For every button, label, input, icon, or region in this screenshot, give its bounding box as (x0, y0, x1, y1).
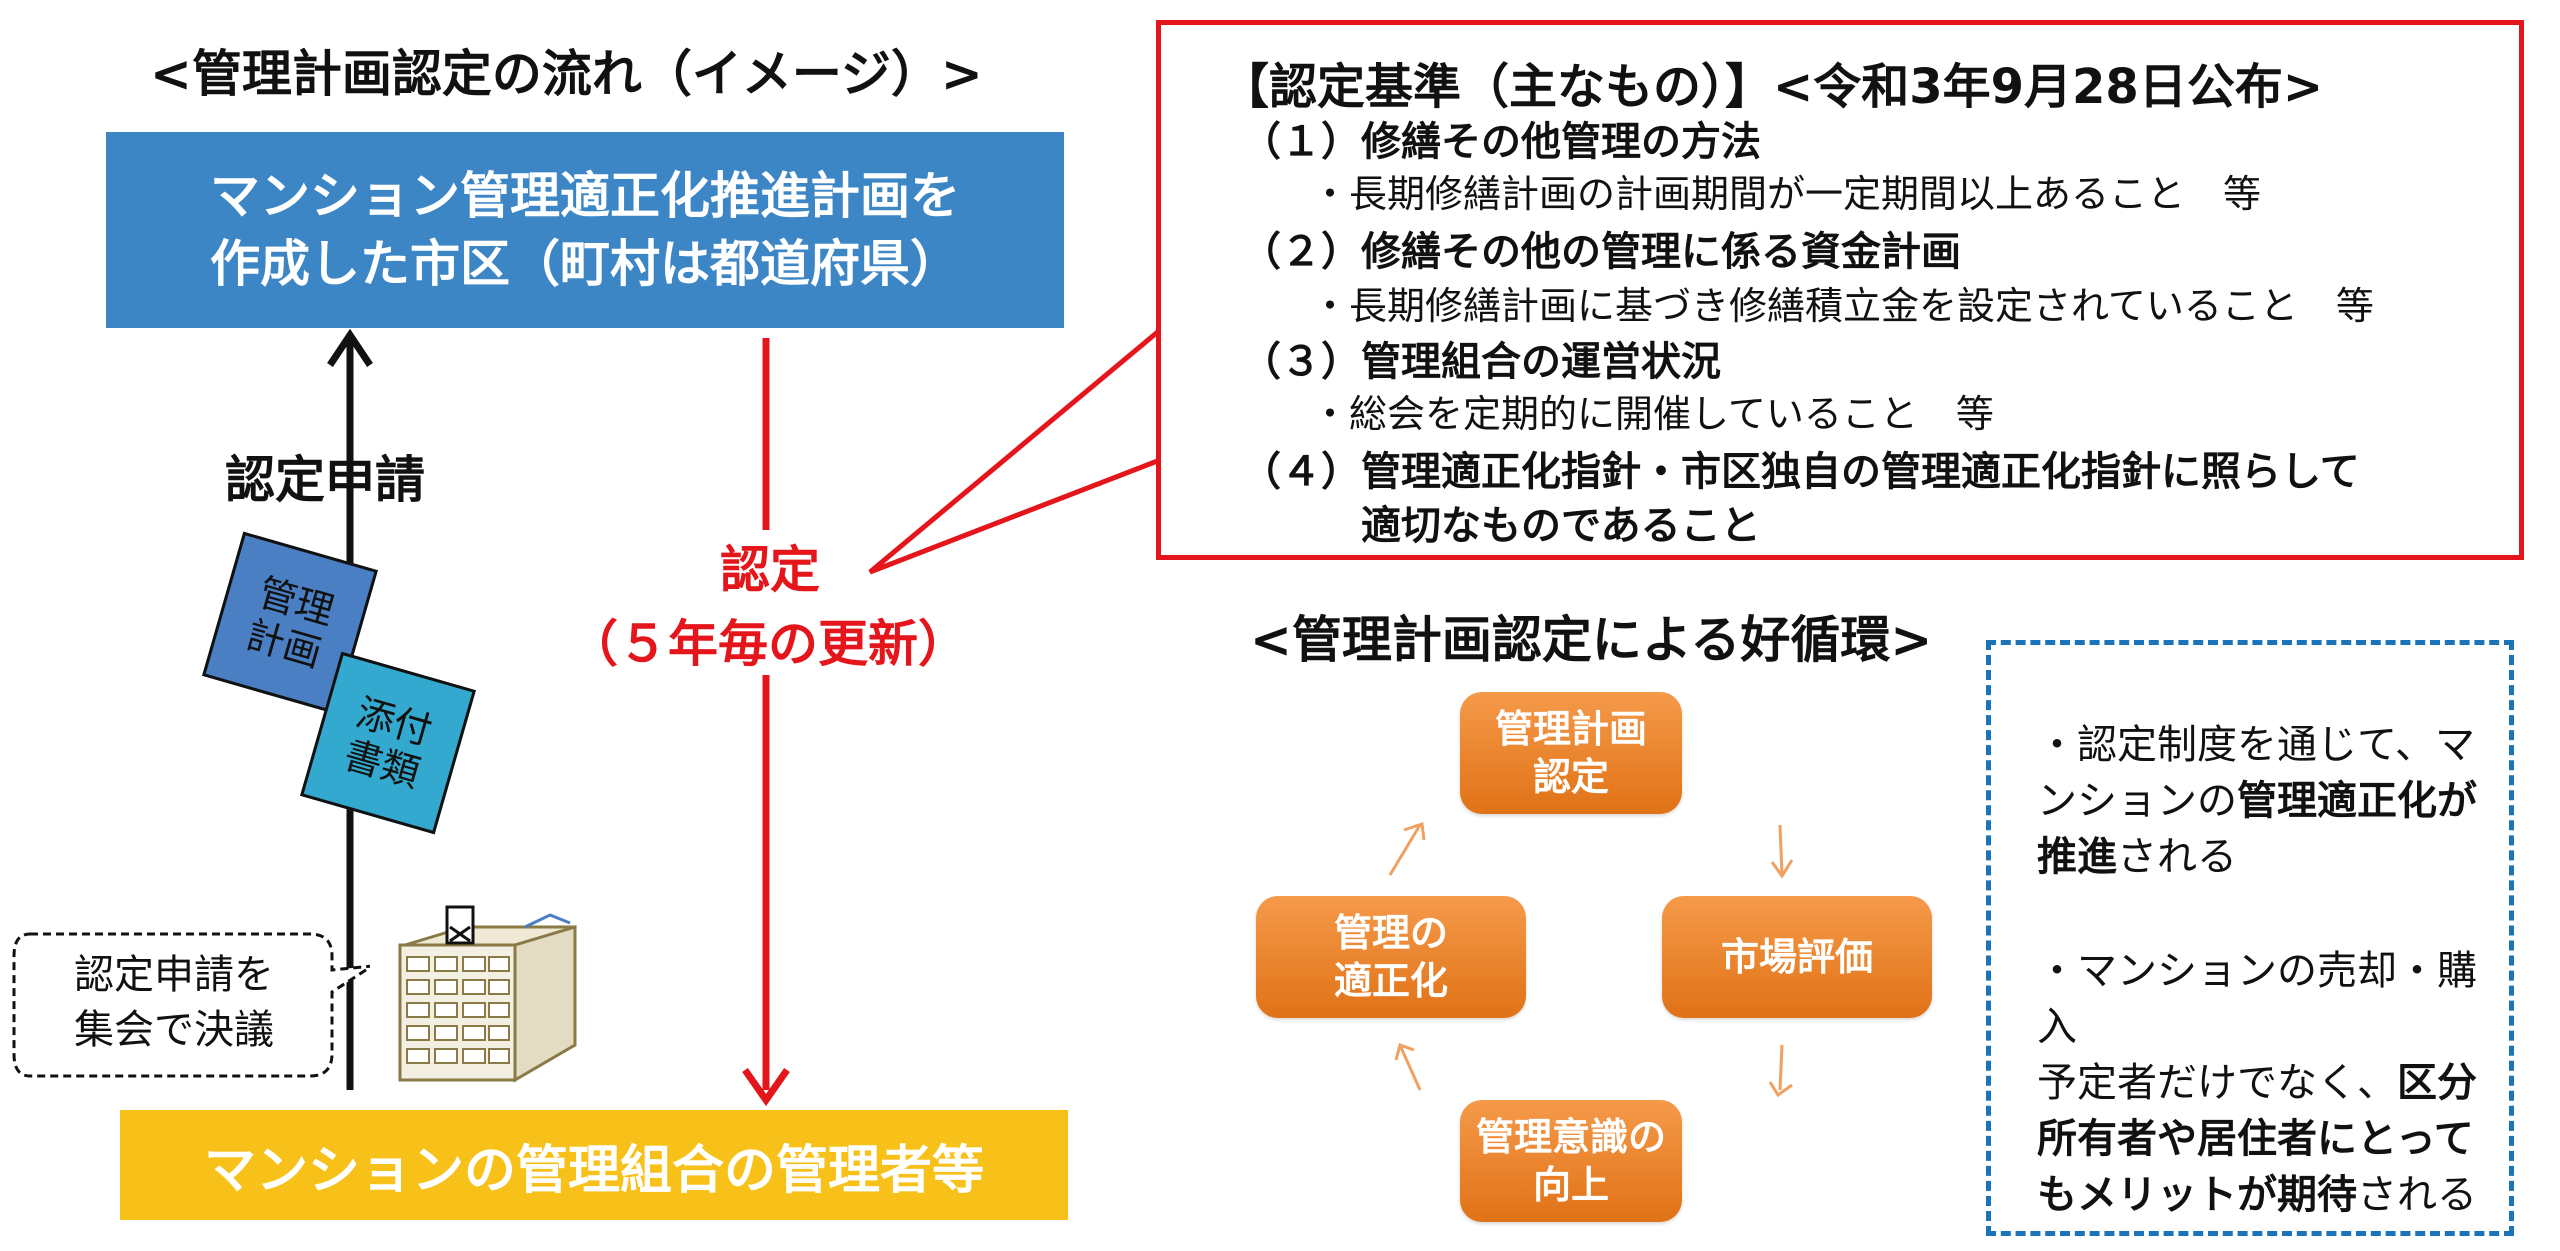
benefit-2-line1: ・マンションの売却・購入 (2037, 948, 2477, 1050)
criteria-item-2-detail: ・長期修繕計画に基づき修繕積立金を設定されていること 等 (1311, 284, 2374, 328)
meeting-bubble-shape (12, 932, 370, 1078)
benefit-1: ・認定制度を通じて、マ ンションの管理適正化が 推進される (2037, 717, 2507, 885)
criteria-item-4-detail: 適切なものであること (1361, 503, 1761, 549)
benefit-1-text-c: される (2117, 834, 2237, 880)
cycle-node-optimization: 管理の 適正化 (1256, 896, 1526, 1018)
benefit-2-line4: もメリットが期待される (2037, 1167, 2507, 1223)
cycle-top-line2: 認定 (1532, 755, 1609, 799)
benefit-2-text-b: 予定者だけでなく、 (2037, 1060, 2397, 1106)
arrow-bottom-right-head (1768, 1081, 1793, 1098)
arrow-bottom-right-shaft (1778, 1044, 1784, 1091)
arrow-top-right-head (1770, 859, 1794, 879)
meeting-line1: 認定申請を (74, 952, 274, 998)
meeting-line2: 集会で決議 (74, 1007, 274, 1053)
criteria-item-1-detail: ・長期修繕計画の計画期間が一定期間以上あること 等 (1311, 172, 2262, 216)
criteria-item-1-heading: （１）修繕その他管理の方法 (1241, 119, 1761, 165)
cycle-node-market: 市場評価 (1662, 896, 1932, 1018)
apply-label: 認定申請 (225, 451, 425, 509)
criteria-item-2-heading: （２）修繕その他の管理に係る資金計画 (1241, 229, 1961, 275)
benefit-2-line2: 予定者だけでなく、区分 (2037, 1055, 2507, 1111)
criteria-title: 【認定基準（主なもの）】<令和3年9月28日公布> (1221, 59, 2324, 115)
benefit-1-bold-c: 推進 (2037, 834, 2117, 880)
cycle-bottom-line1: 管理意識の (1475, 1115, 1666, 1159)
approval-arrowhead (742, 1067, 790, 1107)
benefit-1-bold-b: 管理適正化が (2237, 778, 2477, 824)
cycle-arrows (1388, 821, 1794, 1098)
criteria-item-3-detail: ・総会を定期的に開催していること 等 (1311, 392, 1994, 436)
flow-title: <管理計画認定の流れ（イメージ）> (150, 45, 983, 103)
benefit-2-bold-d: もメリットが期待 (2037, 1172, 2357, 1218)
cycle-left-line2: 適正化 (1333, 959, 1448, 1003)
benefit-1-line2: ンションの管理適正化が (2037, 773, 2507, 829)
cycle-top-line1: 管理計画 (1494, 707, 1647, 751)
arrow-top-right-shaft (1778, 824, 1784, 876)
apartment-building-icon (398, 905, 577, 1083)
criteria-item-3-heading: （３）管理組合の運営状況 (1241, 339, 1721, 385)
cycle-node-awareness: 管理意識の 向上 (1460, 1100, 1682, 1222)
application-arrowhead (327, 328, 373, 367)
benefit-2-line3: 所有者や居住者にとって (2037, 1111, 2507, 1167)
callout-pointer (868, 328, 1162, 575)
benefit-2-text-d: される (2357, 1172, 2477, 1218)
cycle-node-certification: 管理計画 認定 (1460, 692, 1682, 814)
cycle-title: <管理計画認定による好循環> (1250, 611, 1933, 669)
arrow-top-left-head (1403, 821, 1426, 841)
benefit-1-line1: ・認定制度を通じて、マ (2037, 722, 2475, 768)
benefit-2-bold-b: 区分 (2397, 1060, 2477, 1106)
criteria-item-4-heading: （４）管理適正化指針・市区独自の管理適正化指針に照らして (1241, 449, 2360, 495)
cycle-bottom-line2: 向上 (1532, 1163, 1609, 1207)
arrow-top-left-shaft (1388, 824, 1422, 876)
cycle-left-line1: 管理の (1333, 911, 1448, 955)
benefit-2: ・マンションの売却・購入 予定者だけでなく、区分 所有者や居住者にとって もメリ… (2037, 943, 2507, 1223)
approval-renewal: （５年毎の更新） (568, 615, 968, 673)
manager-box: マンションの管理組合の管理者等 (120, 1110, 1068, 1220)
city-box-line2: 作成した市区（町村は都道府県） (210, 235, 960, 293)
approval-label: 認定 (720, 541, 820, 599)
city-box: マンション管理適正化推進計画を 作成した市区（町村は都道府県） (106, 132, 1064, 328)
city-box-line1: マンション管理適正化推進計画を (210, 167, 960, 225)
criteria-box: 【認定基準（主なもの）】<令和3年9月28日公布> （１）修繕その他管理の方法 … (1156, 20, 2524, 560)
arrow-bottom-left-head (1394, 1043, 1415, 1061)
benefits-box: ・認定制度を通じて、マ ンションの管理適正化が 推進される ・マンションの売却・… (1986, 640, 2514, 1236)
cycle-right-label: 市場評価 (1720, 935, 1873, 979)
arrow-bottom-left-shaft (1398, 1044, 1422, 1091)
benefit-1-text-b: ンションの (2037, 778, 2237, 824)
benefit-2-bold-c: 所有者や居住者にとって (2037, 1116, 2474, 1162)
benefit-1-line3: 推進される (2037, 829, 2507, 885)
meeting-bubble: 認定申請を 集会で決議 (14, 948, 334, 1058)
